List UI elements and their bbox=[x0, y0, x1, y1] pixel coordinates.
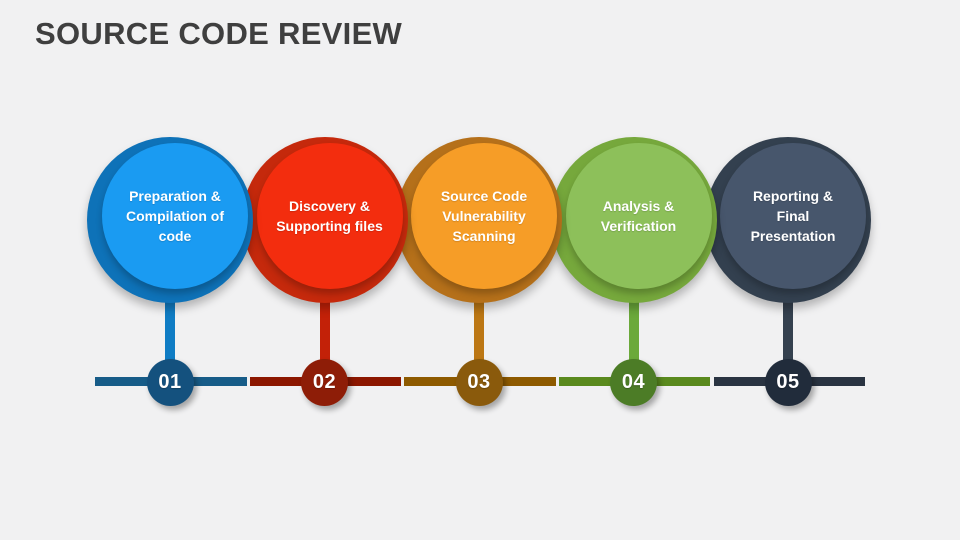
step-5-number: 05 bbox=[776, 371, 800, 393]
step-1-number: 01 bbox=[158, 371, 182, 393]
step-5-circle-inner: Reporting & Final Presentation bbox=[720, 143, 866, 289]
step-5-circle: Reporting & Final Presentation bbox=[705, 137, 871, 303]
step-4-circle: Analysis & Verification bbox=[550, 137, 717, 303]
step-1: Preparation & Compilation of code 01 bbox=[87, 0, 253, 430]
step-4-circle-inner: Analysis & Verification bbox=[565, 143, 712, 289]
step-3-circle-inner: Source Code Vulnerability Scanning bbox=[411, 143, 557, 289]
step-1-circle: Preparation & Compilation of code bbox=[87, 137, 253, 303]
step-2-circle-inner: Discovery & Supporting files bbox=[256, 143, 403, 289]
step-5-connector-line bbox=[783, 290, 793, 365]
step-5-label: Reporting & Final Presentation bbox=[750, 187, 836, 245]
step-3-circle: Source Code Vulnerability Scanning bbox=[396, 137, 562, 303]
step-2-number: 02 bbox=[312, 371, 337, 393]
step-1-connector-line bbox=[165, 290, 175, 365]
step-3-number-badge: 03 bbox=[455, 359, 503, 406]
step-4: Analysis & Verification 04 bbox=[550, 0, 717, 430]
step-2: Discovery & Supporting files 02 bbox=[241, 0, 408, 430]
step-2-label: Discovery & Supporting files bbox=[276, 197, 383, 234]
step-3-connector-line bbox=[474, 290, 484, 365]
step-1-label: Preparation & Compilation of code bbox=[126, 187, 224, 245]
step-5: Reporting & Final Presentation 05 bbox=[705, 0, 871, 430]
step-3-number: 03 bbox=[467, 371, 491, 393]
step-2-connector-line bbox=[319, 290, 330, 365]
step-3-label: Source Code Vulnerability Scanning bbox=[440, 187, 528, 245]
step-1-number-badge: 01 bbox=[146, 359, 194, 406]
step-3: Source Code Vulnerability Scanning 03 bbox=[396, 0, 562, 430]
step-4-label: Analysis & Verification bbox=[600, 197, 677, 234]
step-2-circle: Discovery & Supporting files bbox=[241, 137, 408, 303]
step-4-number: 04 bbox=[621, 371, 646, 393]
step-4-connector-line bbox=[628, 290, 639, 365]
step-1-circle-inner: Preparation & Compilation of code bbox=[102, 143, 248, 289]
step-4-number-badge: 04 bbox=[610, 359, 657, 406]
slide-title: SOURCE CODE REVIEW bbox=[35, 16, 403, 51]
step-2-number-badge: 02 bbox=[301, 359, 348, 406]
step-5-number-badge: 05 bbox=[764, 359, 812, 406]
